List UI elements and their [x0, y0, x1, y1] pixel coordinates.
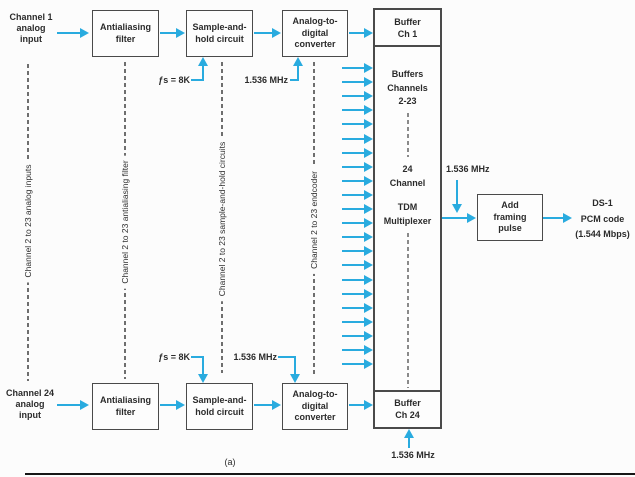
mux-input-arrow [342, 147, 373, 158]
arrow-adc-to-buffer-ch1 [349, 28, 373, 38]
mhz-clock-label-bottom: 1.536 MHz [233, 352, 277, 362]
arrow-filter-to-sah-top [160, 28, 185, 38]
mhz-clock-arrow-right [452, 180, 462, 213]
buffer-ch1-section: Buffer Ch 1 [394, 16, 421, 39]
fs-clock-arrow-top [198, 57, 208, 81]
dashed-label-sample-hold-text: Channel 2 to 23 sample-and-hold circuits [217, 136, 227, 302]
mux-inner-dash-top [407, 113, 409, 157]
mux-input-arrow [342, 133, 373, 144]
channel-count-label: 24 Channel [389, 164, 426, 188]
mhz-clock-label-buffer24: 1.536 MHz [391, 450, 435, 460]
mhz-clock-arrow-bottom [290, 358, 300, 383]
arrow-adc-to-buffer-ch24 [349, 400, 373, 410]
mhz-clock-elbow-top [290, 79, 299, 81]
mux-box: Buffer Ch 1 Buffers Channels 2-23 24 Cha… [373, 8, 442, 429]
mux-input-arrow [342, 119, 373, 130]
arrow-sah-to-adc-top [254, 28, 281, 38]
mux-input-arrow [342, 232, 373, 243]
channel24-input-label: Channel 24 analog input [5, 388, 54, 420]
mux-input-arrow [342, 274, 373, 285]
mux-input-arrow [342, 330, 373, 341]
mux-input-arrow [342, 316, 373, 327]
mux-input-arrow [342, 189, 373, 200]
ds1-output-label: DS-1 PCM code (1.544 Mbps) [575, 198, 630, 239]
dashed-label-antialiasing-text: Channel 2 to 23 antialiasing filter [120, 155, 130, 289]
tdm-multiplexer-label: TDM Multiplexer [383, 202, 432, 226]
mux-input-arrow [342, 63, 373, 73]
figure-caption: (a) [224, 457, 236, 467]
mhz-clock-label-right: 1.536 MHz [446, 164, 490, 174]
sample-hold-top-box: Sample-and- hold circuit [186, 10, 253, 57]
adc-top-box: Analog-to- digital converter [282, 10, 348, 57]
dashed-label-encoder-text: Channel 2 to 23 endcoder [309, 166, 319, 274]
mux-input-arrow [342, 161, 373, 172]
mux-divider-bottom [373, 390, 442, 392]
add-framing-pulse-box: Add framing pulse [477, 194, 543, 241]
arrow-ch1-to-filter [57, 28, 89, 38]
mux-input-arrow [342, 288, 373, 299]
dashed-label-analog-inputs-text: Channel 2 to 23 analog inputs [23, 159, 33, 283]
fs-clock-arrow-bottom [198, 358, 208, 383]
mux-input-arrow [342, 175, 373, 186]
buffer-ch24-section: Buffer Ch 24 [394, 398, 421, 420]
fs-clock-elbow-top [191, 79, 204, 81]
mhz-clock-arrow-buffer24 [404, 429, 414, 448]
mux-input-arrow [342, 105, 373, 116]
arrow-filter-to-sah-bottom [160, 400, 185, 410]
mux-input-arrow [342, 302, 373, 313]
mux-input-arrow [342, 345, 373, 355]
figure-bottom-rule [25, 473, 635, 475]
fs-clock-label-top: ƒs = 8K [158, 75, 190, 85]
adc-bottom-box: Analog-to- digital converter [282, 383, 348, 430]
fs-clock-elbow-bottom [191, 356, 204, 358]
mux-input-arrow [342, 359, 373, 370]
arrow-mux-to-framing [442, 213, 476, 223]
antialiasing-filter-bottom-box: Antialiasing filter [92, 383, 159, 430]
antialiasing-filter-top-box: Antialiasing filter [92, 10, 159, 57]
mux-divider-top [373, 45, 442, 47]
mux-input-arrow [342, 246, 373, 257]
mhz-clock-label-top: 1.536 MHz [244, 75, 288, 85]
mux-input-arrow [342, 204, 373, 214]
mhz-clock-elbow-bottom [278, 356, 296, 358]
arrow-ch24-to-filter [57, 400, 89, 410]
mux-input-arrow [342, 77, 373, 88]
arrow-framing-to-output [543, 213, 572, 223]
mux-input-arrow [342, 218, 373, 229]
fs-clock-label-bottom: ƒs = 8K [158, 352, 190, 362]
arrow-sah-to-adc-bottom [254, 400, 281, 410]
mux-inner-dash-bottom [407, 233, 409, 388]
mux-input-arrow [342, 91, 373, 102]
mux-input-arrow [342, 260, 373, 271]
mhz-clock-arrow-top [293, 57, 303, 81]
buffers-ch2-23-label: Buffers Channels 2-23 [387, 69, 428, 106]
sample-hold-bottom-box: Sample-and- hold circuit [186, 383, 253, 430]
channel1-input-label: Channel 1 analog input [9, 12, 53, 44]
